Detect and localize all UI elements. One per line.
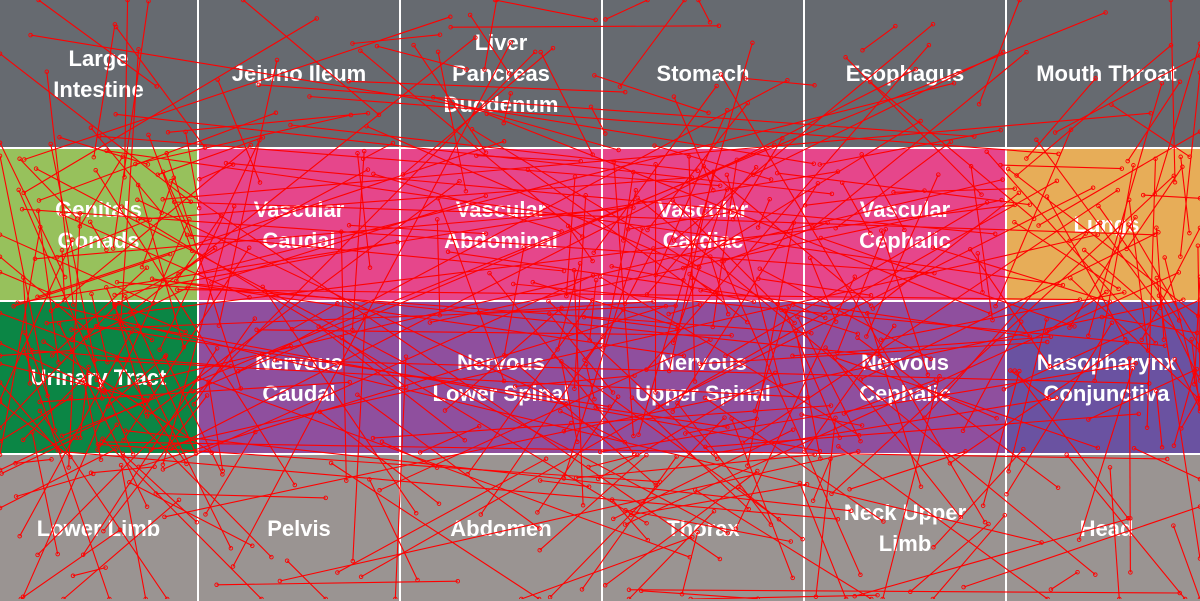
cell-pelvis: Pelvis (199, 455, 399, 601)
cell-vascular-cardiac: Vascular Cardiac (603, 149, 803, 300)
cell-lower-limb: Lower Limb (0, 455, 197, 601)
cell-nervous-caudal: Nervous Caudal (199, 302, 399, 453)
cell-neck-upper-limb: Neck Upper Limb (805, 455, 1005, 601)
cell-vascular-cephalic: Vascular Cephalic (805, 149, 1005, 300)
cell-urinary-tract: Urinary Tract (0, 302, 197, 453)
cell-head: Head (1007, 455, 1200, 601)
cell-large-intestine: Large Intestine (0, 0, 197, 147)
cell-thorax: Thorax (603, 455, 803, 601)
cell-abdomen: Abdomen (401, 455, 601, 601)
cell-mouth-throat: Mouth Throat (1007, 0, 1200, 147)
cell-stomach: Stomach (603, 0, 803, 147)
cell-liver-pancreas-duodenum: Liver Pancreas Duodenum (401, 0, 601, 147)
cell-esophagus: Esophagus (805, 0, 1005, 147)
cell-jejuno-ileum: Jejuno Ileum (199, 0, 399, 147)
cell-genitals-gonads: Genitals Gonads (0, 149, 197, 300)
cell-nervous-cephalic: Nervous Cephalic (805, 302, 1005, 453)
cell-lungs: Lungs (1007, 149, 1200, 300)
cell-nasopharynx-conjunctiva: Nasopharynx Conjunctiva (1007, 302, 1200, 453)
cell-nervous-upper-spinal: Nervous Upper Spinal (603, 302, 803, 453)
cell-vascular-caudal: Vascular Caudal (199, 149, 399, 300)
cell-nervous-lower-spinal: Nervous Lower Spinal (401, 302, 601, 453)
cell-vascular-abdominal: Vascular Abdominal (401, 149, 601, 300)
